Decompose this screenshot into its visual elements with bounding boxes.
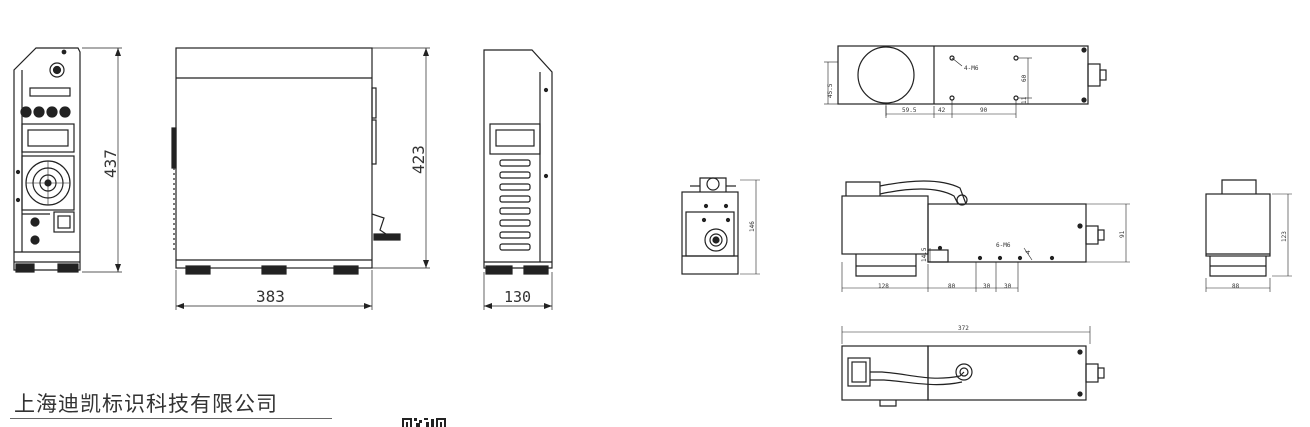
dimension-130: [483, 272, 553, 310]
dim-4-label: 4: [1025, 250, 1032, 254]
dim-30b-label: 30: [1004, 283, 1012, 290]
dim-372-label: 372: [958, 325, 969, 332]
dimension-146: [740, 179, 760, 275]
dim-437-label: 437: [101, 149, 120, 178]
dimension-423: [372, 47, 430, 269]
company-name: 上海迪凯标识科技有限公司: [14, 392, 278, 416]
company-underline: [10, 418, 332, 419]
laser-head-bottom-view: [841, 345, 1105, 407]
dimension-372: [841, 326, 1091, 344]
right-view-dimensions: [1205, 193, 1292, 292]
side-view-dimensions: [841, 203, 1130, 292]
dim-130-label: 130: [504, 288, 531, 306]
dim-123-label: 123: [1281, 231, 1288, 242]
controller-side-view: [171, 47, 401, 275]
dim-42-label: 42: [938, 107, 946, 114]
dim-11-label: 11: [1021, 96, 1028, 104]
dim-4-m6-label: 4-M6: [964, 65, 979, 72]
dim-91-label: 91: [1119, 230, 1126, 238]
dim-6-m6-label: 6-M6: [996, 242, 1011, 249]
dim-60-label: 60: [1021, 74, 1028, 82]
dim-423-label: 423: [409, 145, 428, 174]
dim-383-label: 383: [256, 287, 285, 306]
dim-59-5-label: 59.5: [902, 107, 917, 114]
qr-code-icon: [402, 418, 446, 427]
dimension-383: [175, 270, 373, 310]
dimension-437: [82, 47, 122, 273]
laser-head-top-view: [837, 45, 1107, 116]
laser-head-side-view: [841, 180, 1105, 277]
laser-head-front-view: [681, 177, 739, 275]
laser-head-right-view: [1205, 179, 1271, 277]
dim-90-label: 90: [980, 107, 988, 114]
controller-rear-view: [483, 49, 553, 275]
controller-front-view: [13, 47, 81, 273]
dim-30a-label: 30: [983, 283, 991, 290]
dim-80-label: 80: [948, 283, 956, 290]
dim-146-label: 146: [749, 221, 756, 232]
dim-128-label: 128: [878, 283, 889, 290]
dim-14-5-label: 14.5: [921, 247, 928, 262]
top-view-dimensions: [824, 57, 1032, 118]
dim-88-label: 88: [1232, 283, 1240, 290]
dim-45-5-label: 45.5: [827, 83, 834, 98]
